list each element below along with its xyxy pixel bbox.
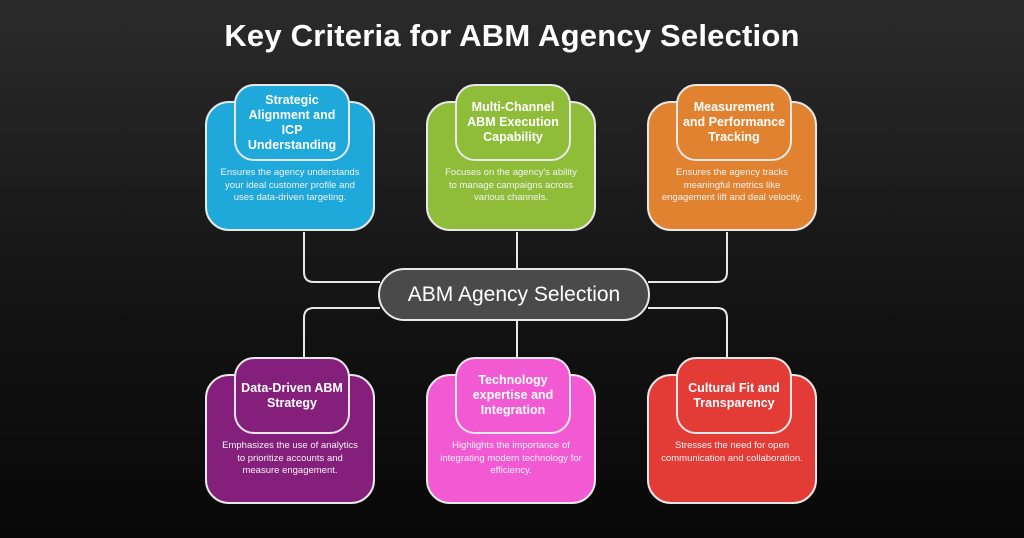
diagram-title: Key Criteria for ABM Agency Selection: [224, 18, 800, 53]
criterion-title: Measurement and Performance Tracking: [676, 84, 792, 161]
connector-3: [648, 232, 728, 283]
criterion-title: Technology expertise and Integration: [455, 357, 571, 434]
center-node: ABM Agency Selection: [378, 268, 650, 321]
connector-4: [303, 307, 380, 374]
criterion-title: Multi-Channel ABM Execution Capability: [455, 84, 571, 161]
criterion-title: Data-Driven ABM Strategy: [234, 357, 350, 434]
criterion-description: Ensures the agency understands your idea…: [220, 167, 360, 203]
criterion-description: Emphasizes the use of analytics to prior…: [222, 440, 358, 476]
connector-1: [303, 232, 380, 283]
criterion-title: Strategic Alignment and ICP Understandin…: [234, 84, 350, 161]
criterion-description: Highlights the importance of integrating…: [440, 440, 582, 476]
criterion-title: Cultural Fit and Transparency: [676, 357, 792, 434]
criterion-description: Stresses the need for open communication…: [661, 440, 803, 464]
connector-6: [648, 307, 728, 374]
criterion-description: Focuses on the agency's ability to manag…: [445, 167, 577, 203]
criterion-description: Ensures the agency tracks meaningful met…: [661, 167, 803, 203]
